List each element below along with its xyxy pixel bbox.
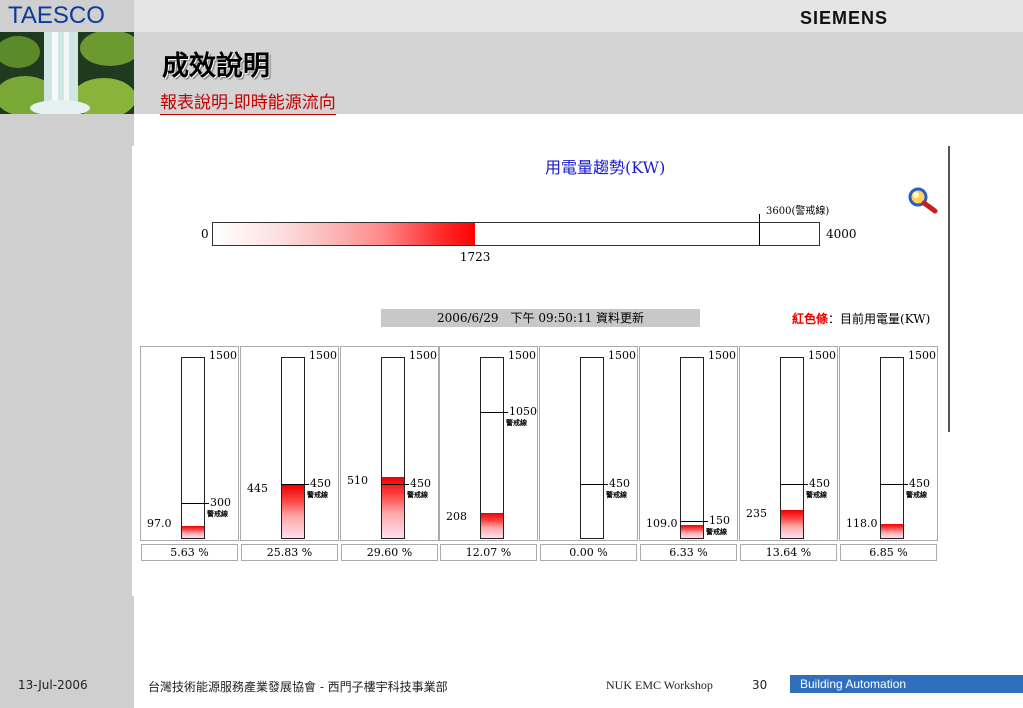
meter-warning-tick — [780, 484, 808, 486]
footer-page-number: 30 — [752, 678, 768, 692]
meter-percent: 6.85 % — [840, 544, 937, 561]
meter-warning-label: 450 — [310, 477, 331, 491]
legend-text: ：目前用電量(KW) — [828, 312, 931, 326]
meter-percent: 12.07 % — [440, 544, 537, 561]
meter-capacity-label: 1500 — [508, 349, 536, 362]
panel-right-border — [948, 146, 950, 432]
meter-capacity-label: 1500 — [708, 349, 736, 362]
total-warning-label: 3600(警戒線) — [766, 206, 830, 217]
meter-percent: 6.33 % — [640, 544, 737, 561]
meter-warning-tick — [181, 502, 209, 504]
meter-warning-tick — [381, 484, 409, 486]
meter-tube — [381, 357, 405, 539]
meter-warning-tag: 警戒線 — [706, 527, 727, 536]
total-usage-bar — [212, 222, 820, 246]
legend-red-label: 紅色條 — [792, 312, 829, 326]
meter-tube — [480, 357, 504, 539]
meter-fill — [282, 484, 304, 538]
meter-tube — [181, 357, 205, 539]
meter-warning-label: 450 — [410, 477, 431, 491]
meter-capacity-label: 1500 — [608, 349, 636, 362]
meter-tube — [281, 357, 305, 539]
meter-warning-tag: 警戒線 — [307, 491, 328, 500]
meter-value-label: 510 — [347, 473, 368, 487]
meter-warning-tag: 警戒線 — [906, 491, 927, 500]
top-band — [0, 0, 1023, 32]
update-timestamp: 2006/6/29 下午 09:50:11 資料更新 — [381, 309, 700, 327]
meter-fill — [182, 526, 204, 538]
meter-tube — [780, 357, 804, 539]
meter-warning-label: 450 — [809, 477, 830, 491]
meter-capacity-label: 1500 — [409, 349, 437, 362]
meter-capacity-label: 1500 — [808, 349, 836, 362]
meter-warning-tag: 警戒線 — [407, 491, 428, 500]
meter-percent: 29.60 % — [341, 544, 438, 561]
meter-warning-tag: 警戒線 — [806, 491, 827, 500]
meter-fill — [681, 524, 703, 538]
meter-warning-tick — [680, 520, 708, 522]
meter-tube — [580, 357, 604, 539]
meter-value-label: 109.0 — [646, 517, 678, 530]
meter-warning-label: 450 — [609, 477, 630, 491]
meter-value-label: 445 — [247, 481, 268, 495]
footer-org: 台灣技術能源服務產業發展協會 - 西門子樓宇科技事業部 — [148, 680, 448, 694]
legend: 紅色條：目前用電量(KW) — [792, 310, 930, 327]
total-max-label: 4000 — [826, 227, 857, 241]
meter-fill — [481, 513, 503, 538]
meter-warning-label: 1050 — [509, 404, 537, 418]
total-min-label: 0 — [201, 227, 209, 241]
footer-section-label: Building Automation — [790, 675, 1023, 693]
meter-percent: 0.00 % — [540, 544, 637, 561]
meter-warning-label: 150 — [709, 513, 730, 527]
page-title: 成效說明 — [162, 51, 270, 82]
siemens-logo: SIEMENS — [800, 8, 889, 28]
meter-warning-label: 450 — [909, 477, 930, 491]
meter-warning-tag: 警戒線 — [207, 509, 228, 518]
meter-fill — [881, 523, 903, 538]
page-subtitle: 報表說明-即時能源流向 — [160, 88, 336, 115]
total-warning-tick — [759, 214, 761, 246]
meter-fill — [781, 509, 803, 538]
meter-warning-label: 300 — [210, 495, 231, 509]
total-current-label: 1723 — [459, 250, 491, 264]
waterfall-photo — [0, 32, 134, 114]
meter-capacity-label: 1500 — [209, 349, 237, 362]
title-band — [134, 32, 1023, 114]
meter-tube — [880, 357, 904, 539]
meter-value-label: 208 — [446, 510, 467, 524]
meter-warning-tick — [281, 484, 309, 486]
meter-capacity-label: 1500 — [309, 349, 337, 362]
meter-warning-tag: 警戒線 — [506, 418, 527, 427]
meter-tube — [680, 357, 704, 539]
meter-value-label: 235 — [746, 506, 767, 520]
taesco-logo: TAESCO — [8, 2, 105, 29]
meter-percent: 25.83 % — [241, 544, 338, 561]
meter-warning-tick — [480, 411, 508, 413]
meter-fill — [382, 476, 404, 538]
meter-percent: 13.64 % — [740, 544, 837, 561]
meter-capacity-label: 1500 — [908, 349, 936, 362]
meter-warning-tick — [580, 484, 608, 486]
meter-value-label: 118.0 — [846, 517, 878, 530]
chart-title: 用電量趨勢(KW) — [545, 158, 666, 177]
meter-warning-tag: 警戒線 — [606, 491, 627, 500]
magnifier-icon[interactable] — [906, 186, 940, 214]
meter-value-label: 97.0 — [147, 517, 172, 530]
footer-date: 13-Jul-2006 — [18, 678, 88, 692]
left-column — [0, 0, 134, 708]
meter-warning-tick — [880, 484, 908, 486]
footer-event: NUK EMC Workshop — [606, 678, 713, 692]
meter-percent: 5.63 % — [141, 544, 238, 561]
total-usage-fill — [213, 223, 475, 245]
